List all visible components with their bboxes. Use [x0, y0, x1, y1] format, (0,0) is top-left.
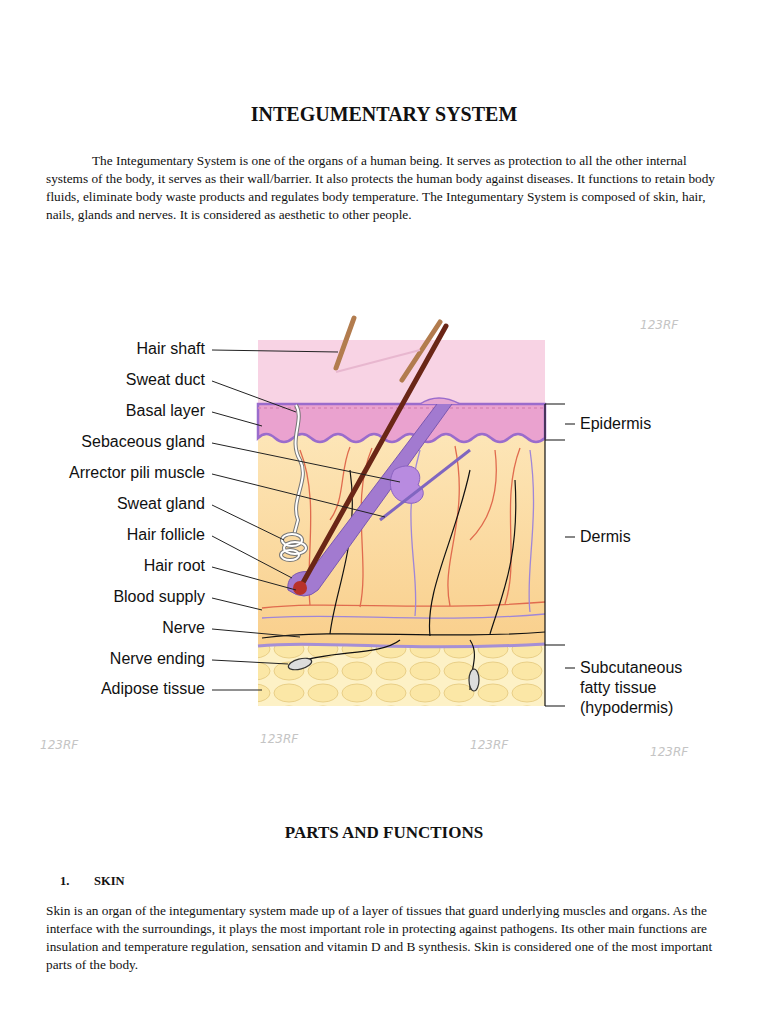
layer-label: Epidermis — [580, 414, 730, 434]
list-number: 1. — [60, 874, 69, 889]
vessel — [258, 644, 545, 647]
paragraph: The Integumentary System is one of the o… — [46, 152, 722, 224]
sweat-duct — [294, 405, 303, 535]
sweat-gland — [281, 534, 306, 560]
skin-surface — [258, 340, 545, 406]
hair-root — [293, 581, 307, 595]
sweat-gland — [281, 534, 306, 560]
layer-label: Subcutaneous fatty tissue (hypodermis) — [580, 658, 708, 718]
part-label: Adipose tissue — [101, 680, 205, 698]
watermark: 123RF — [260, 732, 298, 746]
layer-label: Dermis — [580, 527, 730, 547]
part-label: Basal layer — [126, 402, 205, 420]
hair — [300, 326, 446, 588]
arrector-pili-muscle — [380, 450, 470, 520]
list-heading: SKIN — [94, 874, 125, 889]
part-label: Hair follicle — [127, 526, 205, 544]
part-label: Arrector pili muscle — [69, 464, 205, 482]
part-label: Sebaceous gland — [81, 433, 205, 451]
nerve-ending — [287, 656, 313, 672]
page-title: INTEGUMENTARY SYSTEM — [0, 103, 768, 126]
watermark: 123RF — [650, 745, 688, 759]
hair-shaft — [336, 318, 354, 368]
hair-shaft — [402, 322, 440, 380]
part-label: Hair root — [144, 557, 205, 575]
section-heading: PARTS AND FUNCTIONS — [0, 823, 768, 843]
part-label: Sweat gland — [117, 495, 205, 513]
paragraph: Skin is an organ of the integumentary sy… — [46, 902, 722, 974]
watermark: 123RF — [470, 738, 508, 752]
part-label: Sweat duct — [126, 371, 205, 389]
part-label: Nerve — [162, 619, 205, 637]
nerve-ending — [469, 669, 479, 691]
hypodermis-layer — [258, 646, 545, 706]
watermark: 123RF — [40, 738, 78, 752]
part-label: Nerve ending — [110, 650, 205, 668]
watermark: 123RF — [640, 318, 678, 332]
layer-bracket — [545, 404, 575, 706]
part-label: Hair shaft — [137, 340, 205, 358]
part-label: Blood supply — [113, 588, 205, 606]
follicle-opening — [420, 398, 460, 404]
leader-lines — [212, 350, 400, 690]
surface-fold — [336, 350, 420, 372]
sweat-duct — [294, 405, 303, 535]
